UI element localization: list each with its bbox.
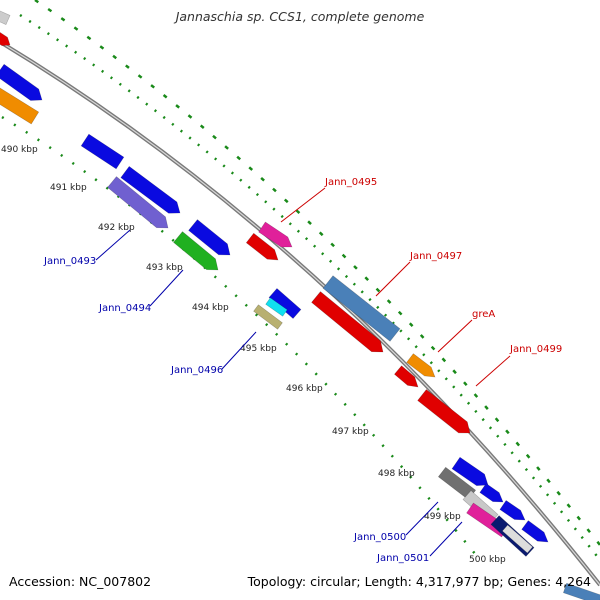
gene-arrow-28	[562, 582, 600, 600]
gene-arrow-15	[253, 304, 283, 330]
leader-line	[405, 501, 439, 536]
leader-line	[437, 319, 473, 353]
gene-label-outer: Jann_0495	[324, 177, 377, 188]
gene-arrow-20	[479, 483, 504, 503]
gene-label-outer: Jann_0499	[509, 344, 562, 355]
gene-arrow-11	[322, 275, 401, 342]
gene-features	[0, 10, 600, 600]
scale-label: 492 kbp	[98, 223, 135, 233]
gene-arrow-0	[0, 31, 11, 46]
gene-arrow-14	[265, 297, 288, 317]
scale-label: 490 kbp	[1, 145, 38, 155]
dotted-track-0	[34, 0, 600, 546]
gene-arrow-19	[451, 456, 489, 486]
leader-line	[475, 355, 511, 387]
gene-arrow-21	[499, 500, 526, 521]
scale-label: 494 kbp	[192, 303, 229, 313]
dotted-track-2	[0, 114, 481, 561]
gene-label-outer: greA	[472, 309, 495, 320]
scale-label: 498 kbp	[378, 469, 415, 479]
gene-arrow-9	[258, 221, 293, 248]
leader-line	[429, 521, 463, 557]
gene-arrow-2	[0, 63, 43, 101]
leader-line	[280, 187, 326, 223]
gene-label-inner: Jann_0493	[43, 256, 96, 267]
gene-arrow-27	[501, 524, 534, 554]
gene-label-outer: Jann_0497	[409, 251, 462, 262]
scale-label: 497 kbp	[332, 427, 369, 437]
gene-arrow-7	[173, 231, 219, 271]
scale-label: 499 kbp	[424, 512, 461, 522]
leader-line	[221, 331, 257, 370]
scale-labels: 490 kbp 491 kbp 492 kbp 493 kbp 494 kbp 495 k…	[1, 145, 506, 565]
gene-arrow-16	[406, 353, 436, 378]
scale-label: 496 kbp	[286, 384, 323, 394]
gene-label-inner: Jann_0501	[376, 553, 429, 564]
leader-line	[375, 261, 411, 297]
gene-arrow-18	[417, 389, 471, 434]
gene-arrow-3	[0, 87, 40, 125]
gene-arrow-5	[120, 165, 181, 214]
gene-arrow-17	[394, 365, 419, 388]
scale-label: 493 kbp	[146, 263, 183, 273]
gene-arrow-6	[107, 176, 169, 229]
scale-label: 495 kbp	[240, 344, 277, 354]
gene-arrow-10	[245, 232, 279, 261]
gene-arrow-23	[437, 466, 477, 501]
gene-label-inner: Jann_0500	[353, 532, 406, 543]
map-title: Jannaschia sp. CCS1, complete genome	[175, 9, 425, 24]
gene-label-inner: Jann_0494	[98, 303, 151, 314]
gene-label-inner: Jann_0496	[170, 365, 223, 376]
gene-arrow-8	[188, 219, 231, 256]
leader-line	[95, 229, 131, 261]
genome-backbone	[0, 39, 600, 587]
scale-label: 491 kbp	[50, 183, 87, 193]
leader-line	[149, 269, 184, 307]
topology-summary: Topology: circular; Length: 4,317,977 bp…	[247, 574, 591, 589]
accession-text: Accession: NC_007802	[9, 574, 152, 589]
gene-arrow-12	[311, 291, 384, 353]
scale-label: 500 kbp	[469, 555, 506, 565]
gene-arrow-22	[521, 520, 549, 543]
gene-arrow-1	[0, 10, 11, 25]
gene-arrow-4	[80, 133, 125, 170]
